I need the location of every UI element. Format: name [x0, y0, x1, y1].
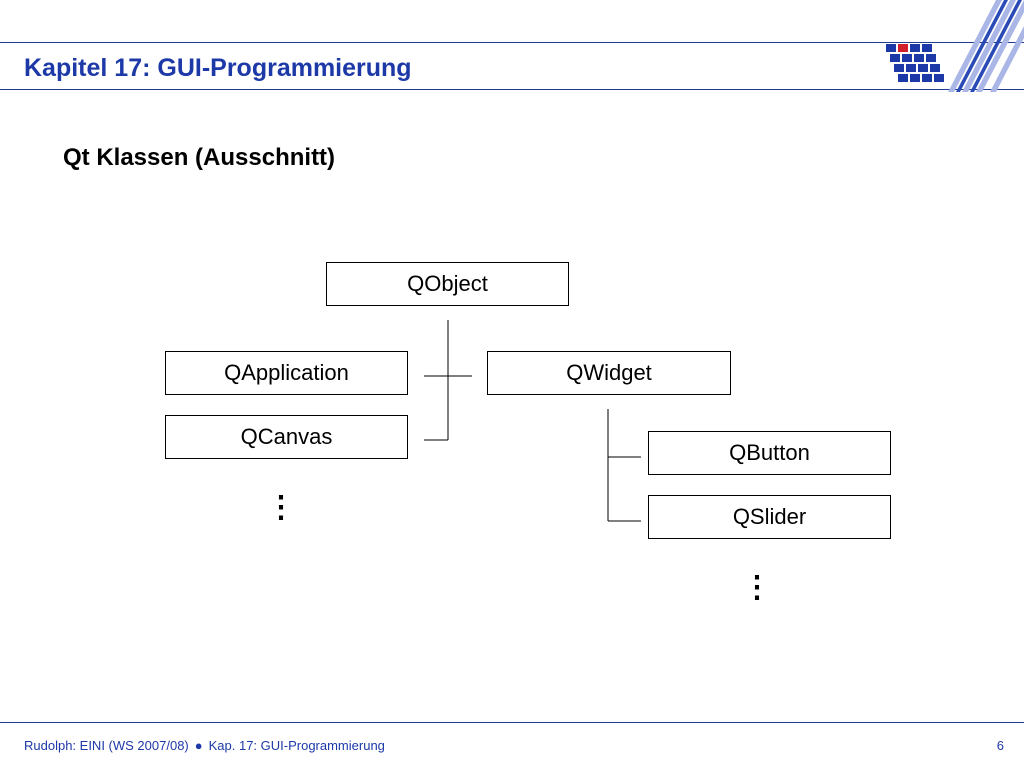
page-title: Kapitel 17: GUI-Programmierung — [24, 54, 412, 82]
footer-author-course: Rudolph: EINI (WS 2007/08) — [24, 738, 189, 753]
node-qslider: QSlider — [648, 495, 891, 539]
node-qobject: QObject — [326, 262, 569, 306]
node-qwidget: QWidget — [487, 351, 731, 395]
page-number: 6 — [996, 738, 1004, 753]
university-logo-icon — [886, 0, 1024, 92]
class-hierarchy-connectors — [424, 320, 641, 522]
node-qcanvas: QCanvas — [165, 415, 408, 459]
header-rule-bottom — [0, 89, 1024, 90]
header-rule — [0, 42, 1024, 43]
node-qbutton: QButton — [648, 431, 891, 475]
footer-separator: ● — [194, 738, 203, 753]
slide-subtitle: Qt Klassen (Ausschnitt) — [63, 144, 336, 171]
footer: Rudolph: EINI (WS 2007/08) ● Kap. 17: GUI-… — [24, 738, 385, 753]
footer-rule — [0, 722, 1024, 723]
ellipsis-right: ⋮ — [742, 571, 772, 604]
footer-chapter: Kap. 17: GUI-Programmierung — [208, 738, 385, 753]
node-qapplication: QApplication — [165, 351, 408, 395]
ellipsis-left: ⋮ — [266, 491, 296, 524]
